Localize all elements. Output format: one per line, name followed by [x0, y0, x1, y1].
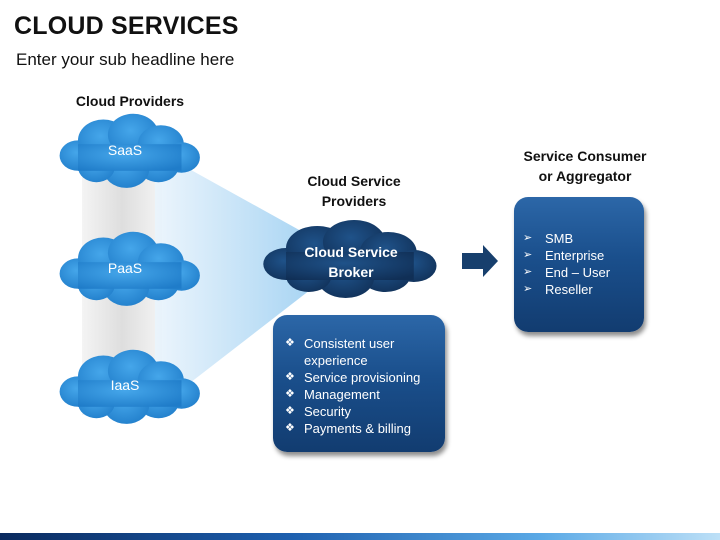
broker-features-panel: ❖Consistent user experience ❖Service pro…	[273, 315, 445, 452]
diamond-bullet-icon: ❖	[285, 388, 295, 400]
feature-item: ❖Service provisioning	[285, 370, 421, 385]
right-arrow-icon	[462, 245, 498, 277]
diamond-bullet-icon: ❖	[285, 371, 295, 383]
iaas-label: IaaS	[110, 377, 140, 393]
feature-item: ❖Payments & billing	[285, 421, 411, 436]
consumer-item: ➢End – User	[523, 265, 611, 280]
consumers-list: ➢SMB ➢Enterprise ➢End – User ➢Reseller	[523, 230, 641, 298]
arrow-bullet-icon: ➢	[523, 283, 533, 295]
slide-subtitle: Enter your sub headline here	[16, 50, 235, 69]
consumer-heading-line2: or Aggregator	[538, 168, 632, 184]
consumer-item: ➢SMB	[523, 231, 574, 246]
saas-label: SaaS	[107, 142, 143, 158]
slide-title: CLOUD SERVICES	[14, 12, 239, 40]
arrow-bullet-icon: ➢	[523, 249, 533, 261]
broker-label-line2: Broker	[328, 264, 374, 280]
diamond-bullet-icon: ❖	[285, 405, 295, 417]
features-list: ❖Consistent user experience ❖Service pro…	[285, 335, 441, 437]
csp-heading-line2: Providers	[321, 193, 387, 209]
broker-label: Cloud Service Broker	[276, 242, 426, 282]
csp-heading-line1: Cloud Service	[307, 173, 401, 189]
footer-gradient-bar	[0, 533, 720, 540]
feature-item: ❖Security	[285, 404, 351, 419]
arrow-bullet-icon: ➢	[523, 232, 533, 244]
diamond-bullet-icon: ❖	[285, 337, 295, 349]
diamond-bullet-icon: ❖	[285, 422, 295, 434]
cloud-service-providers-heading: Cloud Service Providers	[284, 171, 424, 211]
arrow-bullet-icon: ➢	[523, 266, 533, 278]
consumers-panel: ➢SMB ➢Enterprise ➢End – User ➢Reseller	[514, 197, 644, 332]
consumer-item: ➢Enterprise	[523, 248, 605, 263]
consumer-item: ➢Reseller	[523, 282, 593, 297]
paas-label: PaaS	[107, 260, 143, 276]
feature-item: ❖Management	[285, 387, 380, 402]
cloud-providers-heading: Cloud Providers	[75, 93, 185, 109]
connector-beam	[155, 150, 310, 410]
broker-label-line1: Cloud Service	[304, 244, 398, 260]
service-consumer-heading: Service Consumer or Aggregator	[505, 146, 665, 186]
consumer-heading-line1: Service Consumer	[523, 148, 647, 164]
feature-item: ❖Consistent user experience	[285, 336, 395, 368]
